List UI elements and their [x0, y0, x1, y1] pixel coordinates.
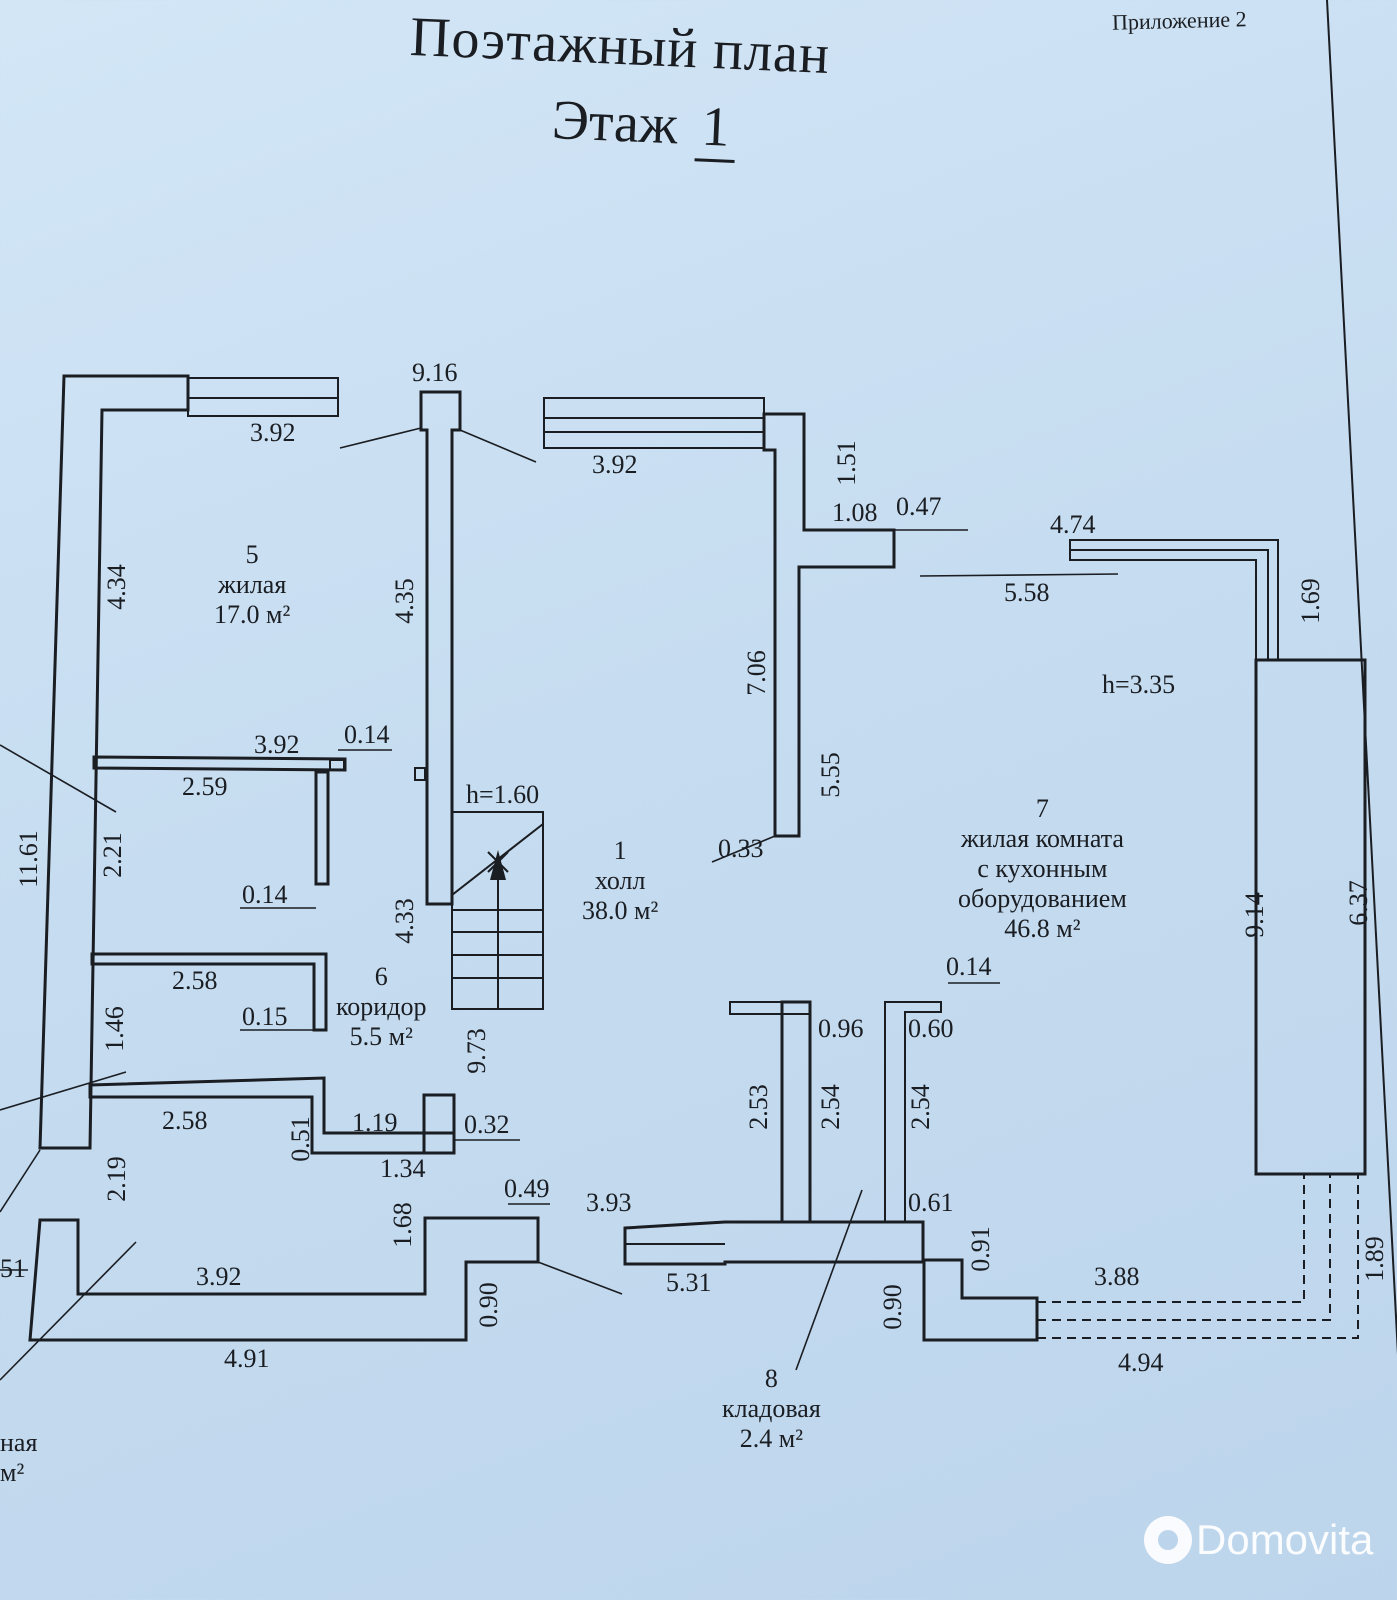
room-5-number: 5	[245, 540, 259, 569]
dim-label-vertical: 7.06	[741, 650, 771, 696]
room-7-name-line1: жилая комната	[960, 823, 1124, 853]
room-5-name: жилая	[217, 569, 287, 599]
room-7-name-line2: с кухонным	[977, 853, 1108, 883]
dim-label-vertical: 5.55	[815, 752, 845, 798]
partition-c	[88, 1076, 456, 1155]
window-top-right	[1069, 539, 1279, 661]
dim-label-vertical: 0.51	[285, 1116, 315, 1162]
room-8-number: 8	[764, 1364, 778, 1393]
dim-label: 0.49	[504, 1174, 550, 1203]
dim-label: 4.91	[224, 1344, 270, 1373]
room-fragment-area: м²	[0, 1457, 25, 1487]
dim-label: 0.61	[908, 1188, 954, 1217]
dim-label-vertical: 2.53	[743, 1084, 773, 1130]
room-1: 1 холл 38.0 м²	[582, 836, 658, 926]
watermark-text: Domovita	[1196, 1516, 1374, 1563]
room-8-area: 2.4 м²	[739, 1423, 804, 1453]
dim-label: 2.59	[182, 772, 228, 801]
dashed-outline-2	[1037, 1174, 1331, 1321]
dim-label: 0.96	[818, 1014, 864, 1043]
dim-label-vertical: 4.34	[101, 564, 131, 610]
dim-label-vertical: 2.54	[815, 1084, 845, 1130]
room-7: 7 жилая комната с кухонным оборудованием…	[958, 794, 1127, 943]
window-top-center	[543, 397, 765, 449]
room-7-name-line3: оборудованием	[958, 883, 1127, 913]
dim-label-vertical: 0.91	[965, 1226, 995, 1272]
dim-label: 3.92	[592, 450, 638, 479]
dim-label-vertical: 9.73	[461, 1028, 491, 1074]
room-6-name: коридор	[336, 991, 427, 1021]
room-6-number: 6	[374, 962, 388, 991]
room-7-area: 46.8 м²	[1004, 913, 1081, 943]
room-1-number: 1	[613, 836, 627, 865]
room-8: 8 кладовая 2.4 м²	[722, 1364, 821, 1454]
dim-label-vertical: 1.89	[1359, 1236, 1389, 1282]
dim-label: 3.88	[1094, 1262, 1140, 1291]
dim-label-vertical: 4.35	[389, 578, 419, 624]
dashed-outline-3	[1037, 1174, 1359, 1339]
room-8-name: кладовая	[722, 1393, 821, 1423]
dim-label: 0.14	[242, 880, 288, 909]
stair-height: h=1.60	[466, 780, 540, 809]
dim-label-vertical: 2.19	[101, 1156, 131, 1202]
dim-label-vertical: 0.90	[877, 1284, 907, 1330]
dim-label: 0.33	[718, 834, 764, 863]
dim-label: 0.14	[946, 952, 992, 981]
column-right	[884, 1001, 942, 1223]
dim-label: 0.60	[908, 1014, 954, 1043]
room-6-area: 5.5 м²	[349, 1021, 413, 1051]
dim-label: 4.74	[1050, 510, 1096, 539]
dim-label-vertical: 4.33	[389, 898, 419, 944]
dim-label: 0.47	[896, 492, 942, 521]
dim-label-vertical: 1.68	[387, 1202, 417, 1248]
dim-label-vertical: 11.61	[13, 830, 43, 888]
watermark-logo-icon	[1144, 1516, 1192, 1564]
dim-label: 1.19	[352, 1108, 398, 1137]
dim-label: 4.94	[1118, 1348, 1164, 1377]
room-1-name: холл	[594, 865, 646, 895]
dim-label: 2.58	[162, 1106, 208, 1135]
room7-height: h=3.35	[1102, 670, 1176, 699]
room-5: 5 жилая 17.0 м²	[214, 540, 290, 630]
dim-label: 1.34	[380, 1154, 426, 1183]
dim-label: 3.92	[254, 730, 300, 759]
dashed-outline-1	[1037, 1174, 1305, 1303]
dim-label: 9.16	[412, 358, 458, 387]
dim-label: 0.15	[242, 1002, 288, 1031]
room-fragment-name: ная	[0, 1428, 38, 1457]
room-1-area: 38.0 м²	[582, 895, 659, 925]
dim-label: 2.58	[172, 966, 218, 995]
column-left	[780, 1000, 812, 1224]
wall-center	[419, 390, 462, 906]
dim-label-vertical: 9.14	[1239, 892, 1269, 938]
wall-partition-l	[762, 412, 896, 838]
dim-label-vertical: 6.37	[1343, 880, 1373, 926]
room-fragment: ная м²	[0, 1428, 37, 1488]
dim-label: 3.93	[586, 1188, 632, 1217]
room-7-number: 7	[1035, 794, 1049, 823]
dim-label: 0.32	[464, 1110, 510, 1139]
dim-label-vertical: 1.46	[99, 1006, 129, 1052]
room-5-area: 17.0 м²	[214, 599, 291, 629]
dim-label-vertical: 2.21	[97, 832, 127, 878]
dim-label-vertical: 1.51	[831, 440, 861, 486]
dim-label-vertical: 0.90	[473, 1282, 503, 1328]
dim-label: 5.58	[1004, 578, 1050, 607]
dim-label-vertical: 1.69	[1295, 578, 1325, 624]
dim-label-vertical: 2.54	[905, 1084, 935, 1130]
dim-label: 5.31	[666, 1268, 712, 1297]
partition-a	[92, 755, 347, 772]
wall-right	[1254, 658, 1367, 1176]
dim-label: 3.92	[196, 1262, 242, 1291]
room-6: 6 коридор 5.5 м²	[336, 962, 426, 1052]
dim-label: 0.14	[344, 720, 390, 749]
dim-label: 51	[0, 1254, 26, 1283]
dim-label: 3.92	[250, 418, 296, 447]
wall-bottom-left	[28, 1216, 540, 1342]
dim-label: 1.08	[832, 498, 878, 527]
wall-left	[38, 374, 190, 1150]
